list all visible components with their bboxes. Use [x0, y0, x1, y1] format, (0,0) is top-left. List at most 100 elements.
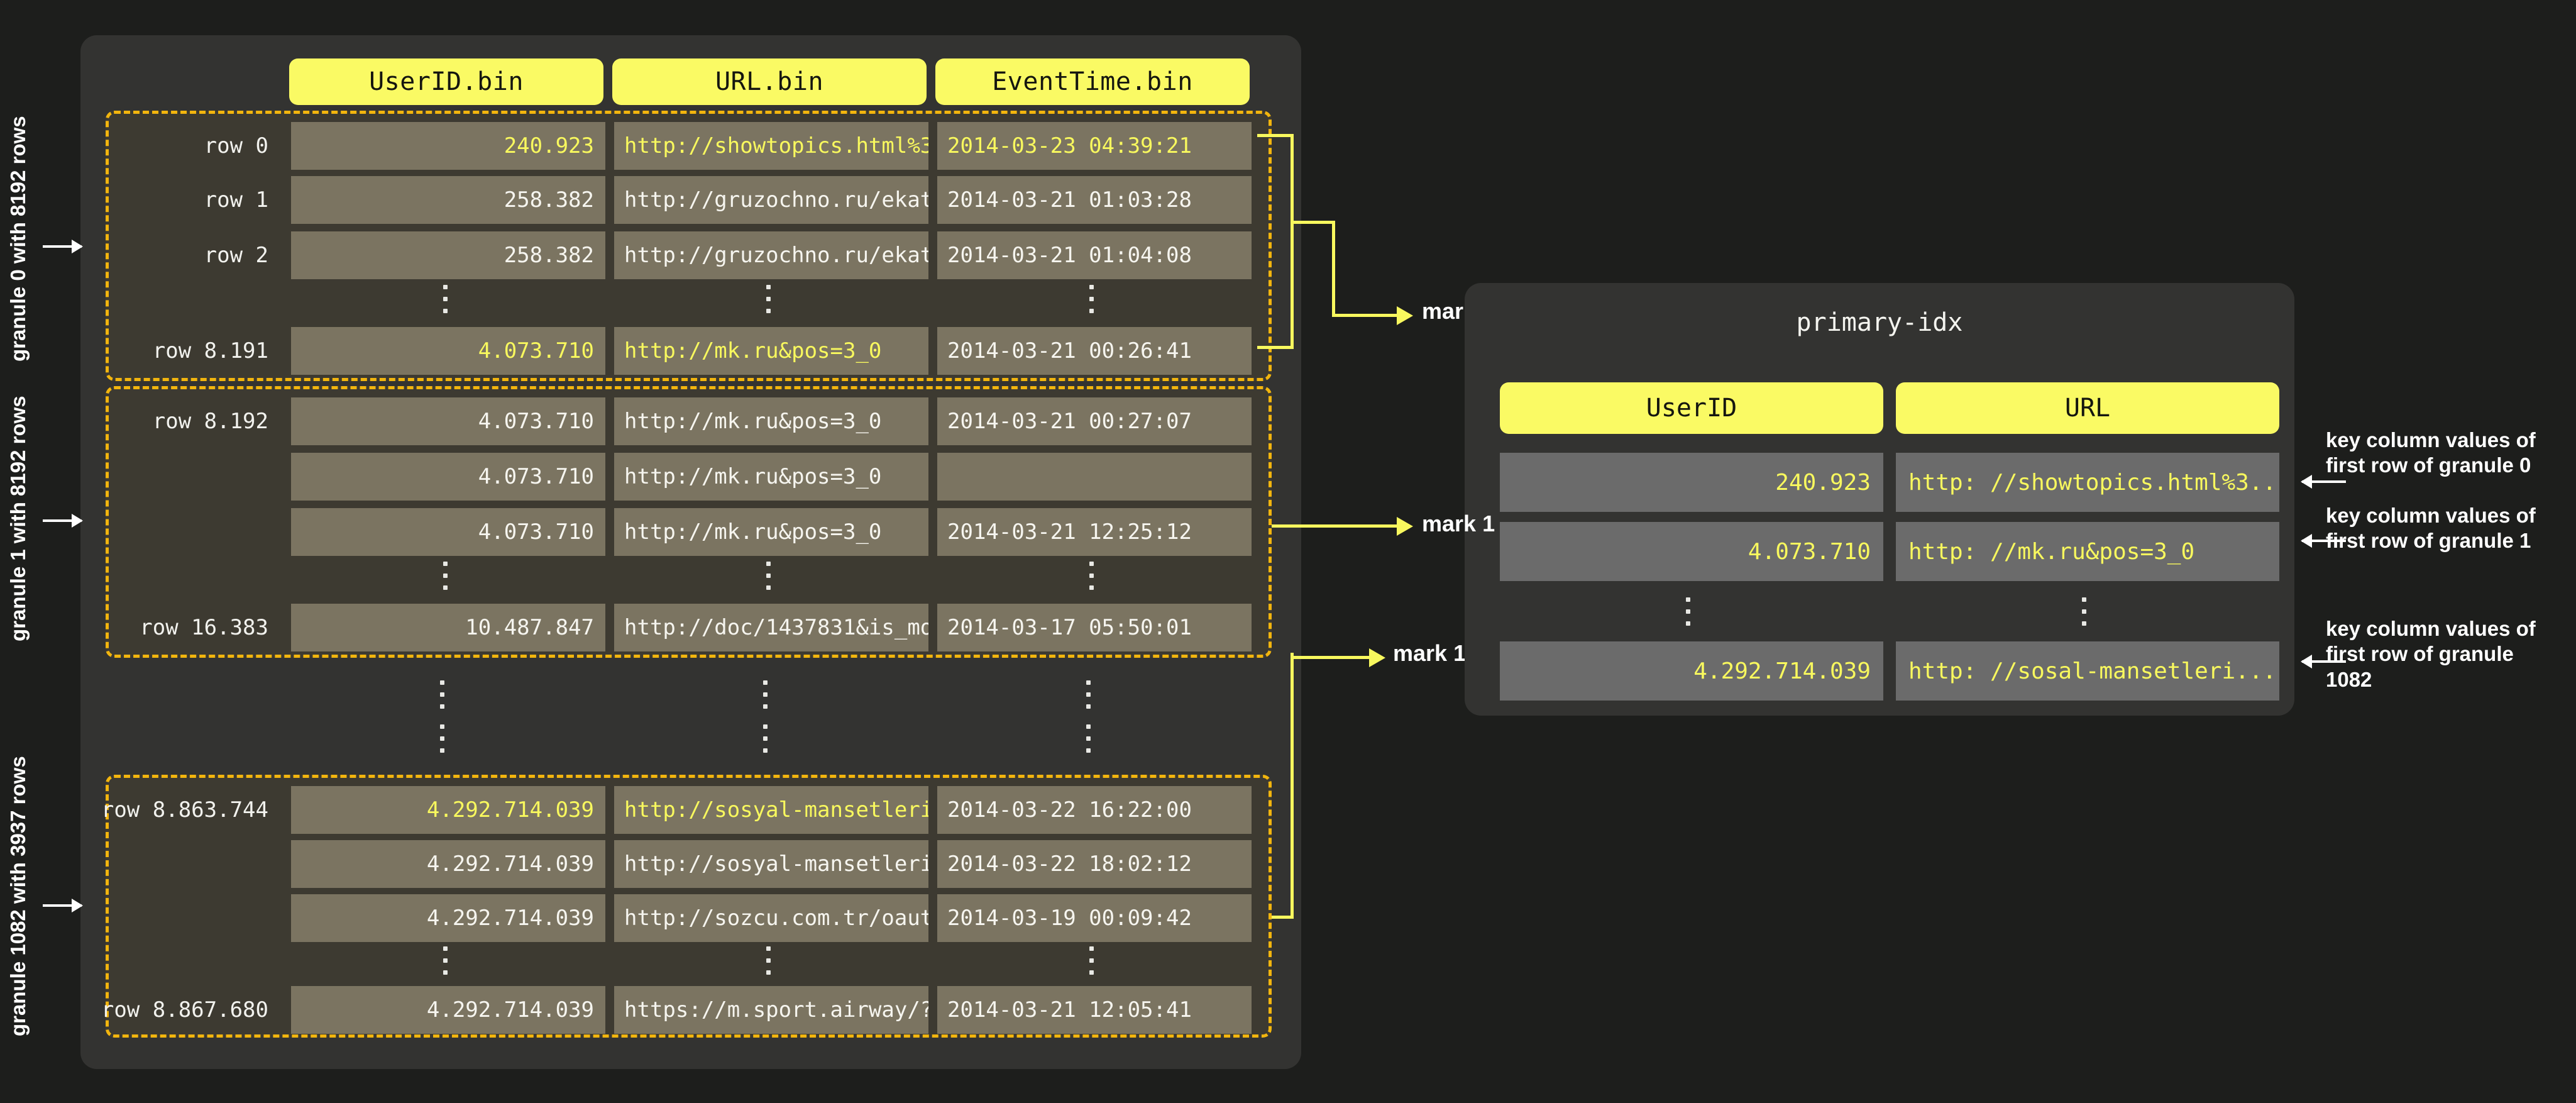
- idx-cell-userid: 240.923: [1500, 453, 1883, 512]
- row-label: row 2: [204, 243, 268, 268]
- row-ellipsis: [109, 562, 1269, 618]
- cell-eventtime: 2014-03-23 04:39:21: [937, 122, 1252, 170]
- column-header-eventtime-bin[interactable]: EventTime.bin: [935, 58, 1250, 105]
- vertical-ellipsis-icon: [1089, 946, 1094, 975]
- granule-0-side-label: granule 0 with 8192 rows: [6, 116, 30, 362]
- mark-0-arrow-icon: [1397, 306, 1413, 325]
- table-row[interactable]: 4.073.710 http://mk.ru&pos=3_0 2014-03-2…: [109, 505, 1269, 559]
- idx-row[interactable]: 4.073.710 http: //mk.ru&pos=3_0: [1500, 522, 2279, 581]
- table-row[interactable]: row 8.863.744 4.292.714.039 http://sosya…: [101, 783, 1269, 837]
- mark-1082-arrow-icon: [1369, 648, 1385, 667]
- cell-userid: 258.382: [291, 176, 605, 224]
- cell-eventtime: 2014-03-19 00:09:42: [937, 894, 1252, 942]
- granule-gap-ellipsis: [106, 680, 1272, 709]
- idx-cell-url: http: //mk.ru&pos=3_0: [1896, 522, 2279, 581]
- column-headers: UserID.bin URL.bin EventTime.bin: [289, 58, 1250, 105]
- table-row[interactable]: row 16.383 10.487.847 http://doc/1437831…: [109, 601, 1269, 655]
- cell-eventtime: 2014-03-21 12:05:41: [937, 986, 1252, 1034]
- cell-userid: 10.487.847: [291, 604, 605, 651]
- table-row[interactable]: row 1 258.382 http://gruzochno.ru/ekat..…: [109, 173, 1269, 227]
- cell-userid: 4.292.714.039: [291, 894, 605, 942]
- table-row[interactable]: row 8.191 4.073.710 http://mk.ru&pos=3_0…: [109, 324, 1269, 378]
- vertical-ellipsis-icon: [443, 285, 448, 313]
- granule-1-side-label: granule 1 with 8192 rows: [6, 396, 30, 642]
- row-label: [109, 505, 277, 559]
- vertical-ellipsis-icon: [766, 285, 771, 313]
- row-label: [109, 450, 277, 504]
- mark-1-label: mark 1: [1422, 511, 1495, 536]
- cell-userid: 4.073.710: [291, 327, 605, 375]
- mark-0-bracket-right: [1291, 134, 1294, 349]
- vertical-ellipsis-icon: [1089, 562, 1094, 590]
- cell-eventtime: 2014-03-21 12:25:12: [937, 508, 1252, 556]
- row-label: row 8.863.744: [101, 797, 268, 823]
- primary-index-title: primary-idx: [1796, 308, 1963, 337]
- primary-index-headers: UserID URL: [1500, 382, 2279, 434]
- cell-userid: 4.292.714.039: [291, 786, 605, 834]
- column-header-url-bin[interactable]: URL.bin: [612, 58, 927, 105]
- vertical-ellipsis-icon: [1086, 724, 1091, 753]
- cell-eventtime: 2014-03-21 01:03:28: [937, 176, 1252, 224]
- annotation-0-pointer-icon: [2301, 475, 2346, 489]
- vertical-ellipsis-icon: [1086, 680, 1091, 709]
- row-label: [109, 891, 277, 945]
- cell-url: http://mk.ru&pos=3_0: [614, 327, 928, 375]
- cell-url: http://sozcu.com.tr/oaut: [614, 894, 928, 942]
- idx-column-header-userid[interactable]: UserID: [1500, 382, 1883, 434]
- granule-1082-pointer-icon: [43, 899, 83, 912]
- vertical-ellipsis-icon: [766, 946, 771, 975]
- row-label: row 16.383: [140, 615, 268, 640]
- granule-0-box: row 0 240.923 http://showtopics.html%3..…: [106, 111, 1272, 381]
- cell-eventtime: 2014-03-21 00:26:41: [937, 327, 1252, 375]
- cell-url: http://gruzochno.ru/ekat...: [614, 231, 928, 279]
- table-row[interactable]: 4.073.710 http://mk.ru&pos=3_0: [109, 450, 1269, 504]
- mark-1082-arrow-line: [1291, 656, 1372, 659]
- granule-1-pointer-icon: [43, 514, 83, 528]
- idx-cell-userid: 4.292.714.039: [1500, 641, 1883, 701]
- primary-index-panel: primary-idx UserID URL 240.923 http: //s…: [1465, 283, 2294, 716]
- annotation-granule-1: key column values of first row of granul…: [2326, 504, 2536, 553]
- cell-userid: 4.292.714.039: [291, 986, 605, 1034]
- mark-1082-stem-v: [1291, 653, 1294, 918]
- vertical-ellipsis-icon: [443, 562, 448, 590]
- table-row[interactable]: 4.292.714.039 http://sosyal-mansetleri..…: [109, 837, 1269, 891]
- cell-url: http://gruzochno.ru/ekat...: [614, 176, 928, 224]
- idx-row[interactable]: 240.923 http: //showtopics.html%3...: [1500, 453, 2279, 512]
- vertical-ellipsis-icon: [763, 680, 768, 709]
- mark-0-bracket-top: [1257, 134, 1294, 137]
- vertical-ellipsis-icon: [763, 724, 768, 753]
- row-label: row 8.867.680: [101, 997, 268, 1023]
- annotation-granule-1082: key column values of first row of granul…: [2326, 617, 2536, 691]
- cell-url: http://doc/1437831&is_mo...: [614, 604, 928, 651]
- row-ellipsis: [109, 285, 1269, 341]
- idx-cell-url: http: //sosal-mansetleri...: [1896, 641, 2279, 701]
- table-row[interactable]: row 8.192 4.073.710 http://mk.ru&pos=3_0…: [109, 394, 1269, 448]
- cell-url: http://mk.ru&pos=3_0: [614, 397, 928, 445]
- table-row[interactable]: row 8.867.680 4.292.714.039 https://m.sp…: [101, 983, 1269, 1037]
- vertical-ellipsis-icon: [1686, 597, 1690, 626]
- cell-eventtime: [937, 453, 1252, 501]
- cell-userid: 4.073.710: [291, 397, 605, 445]
- row-label: row 1: [204, 187, 268, 213]
- cell-eventtime: 2014-03-17 05:50:01: [937, 604, 1252, 651]
- cell-userid: 4.292.714.039: [291, 840, 605, 888]
- table-row[interactable]: row 2 258.382 http://gruzochno.ru/ekat..…: [109, 228, 1269, 282]
- cell-eventtime: 2014-03-21 01:04:08: [937, 231, 1252, 279]
- granule-gap-ellipsis: [106, 724, 1272, 753]
- vertical-ellipsis-icon: [443, 946, 448, 975]
- cell-url: http://showtopics.html%3...: [614, 122, 928, 170]
- idx-row-ellipsis: [1500, 597, 2279, 641]
- vertical-ellipsis-icon: [766, 562, 771, 590]
- row-label: row 8.191: [152, 338, 268, 363]
- cell-url: http://mk.ru&pos=3_0: [614, 508, 928, 556]
- cell-userid: 4.073.710: [291, 508, 605, 556]
- idx-column-header-url[interactable]: URL: [1896, 382, 2279, 434]
- column-header-userid-bin[interactable]: UserID.bin: [289, 58, 603, 105]
- row-label: [109, 837, 277, 891]
- table-row[interactable]: row 0 240.923 http://showtopics.html%3..…: [109, 119, 1269, 173]
- cell-userid: 240.923: [291, 122, 605, 170]
- vertical-ellipsis-icon: [440, 680, 444, 709]
- granule-1082-box: row 8.863.744 4.292.714.039 http://sosya…: [101, 775, 1272, 1038]
- table-row[interactable]: 4.292.714.039 http://sozcu.com.tr/oaut 2…: [109, 891, 1269, 945]
- idx-row[interactable]: 4.292.714.039 http: //sosal-mansetleri..…: [1500, 641, 2279, 701]
